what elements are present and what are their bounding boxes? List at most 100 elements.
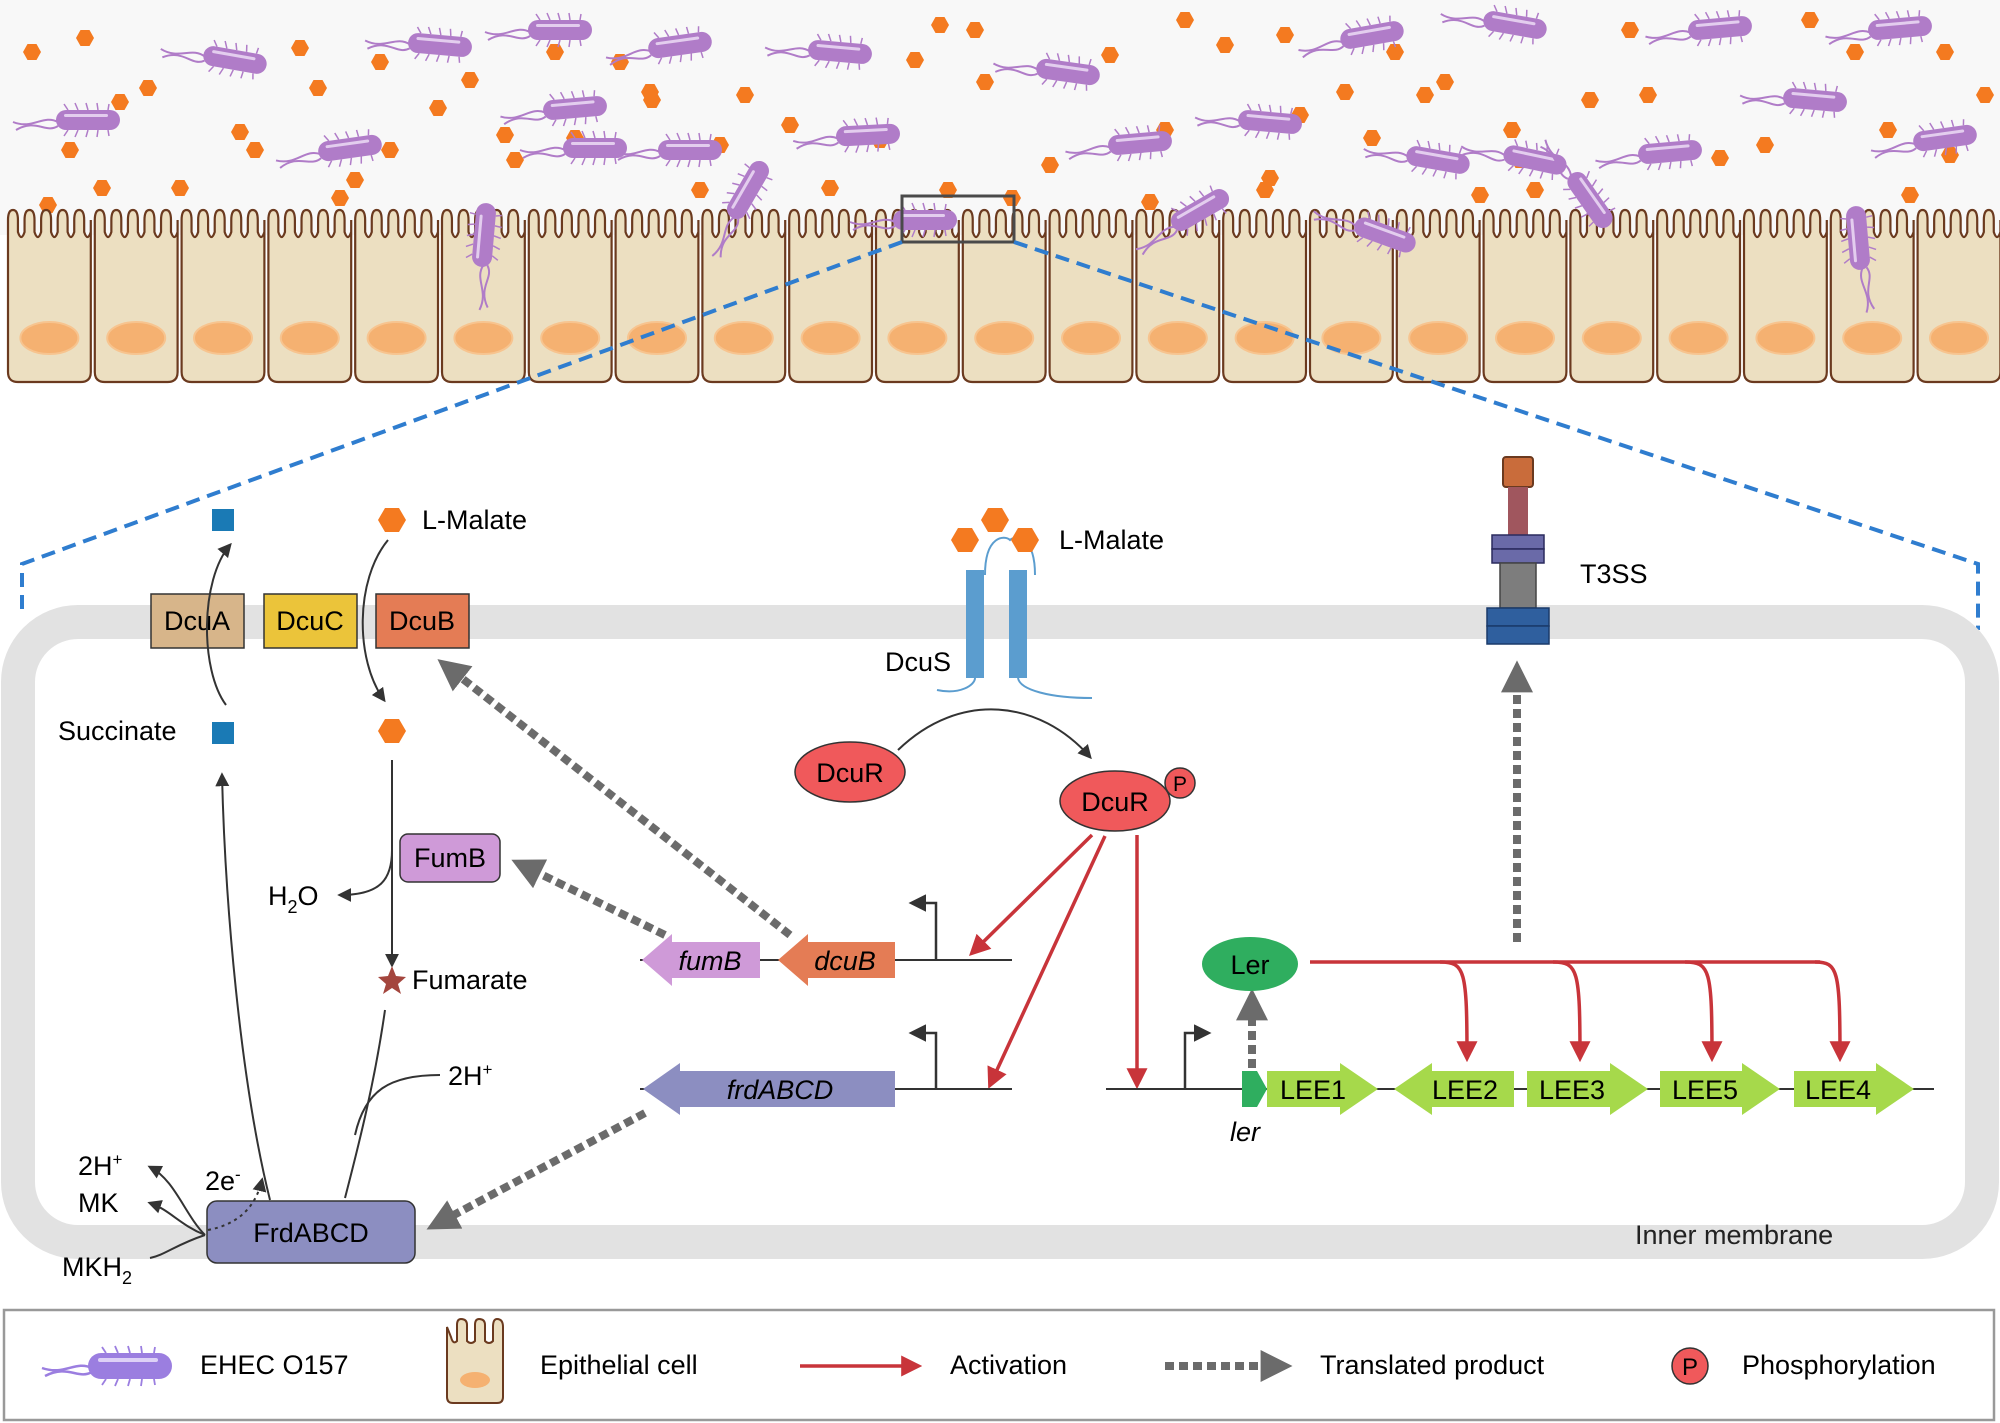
cell-nucleus xyxy=(540,321,601,355)
gene-lee3: LEE3 xyxy=(1527,1063,1648,1115)
frd-to-succinate-arrow xyxy=(215,772,271,1201)
dcua-label: DcuA xyxy=(164,606,230,636)
cell-nucleus xyxy=(887,321,948,355)
dcub-label: DcuB xyxy=(389,606,455,636)
translated-fumb xyxy=(511,859,667,939)
water-release-arrow xyxy=(337,849,393,902)
legend-ehec-label: EHEC O157 xyxy=(200,1350,349,1380)
succinate-export-arrow xyxy=(206,542,232,706)
t3ss-apparatus xyxy=(1486,456,1550,645)
gene-lee2-label: LEE2 xyxy=(1432,1075,1498,1105)
gene-lee4-label: LEE4 xyxy=(1805,1075,1871,1105)
dcus-sensor xyxy=(936,536,1093,699)
cell-nucleus xyxy=(366,321,427,355)
l-malate-label-right: L-Malate xyxy=(1059,525,1164,555)
fumarate-to-frd-line xyxy=(344,1009,386,1199)
cell-nucleus xyxy=(19,321,80,355)
promoter-arrow-icon xyxy=(908,894,938,960)
epithelial-cell xyxy=(1569,208,1655,384)
dcur-p-node: DcuR P xyxy=(1059,767,1196,832)
cell-nucleus xyxy=(800,321,861,355)
dcur-node: DcuR xyxy=(794,741,906,803)
activation-lee2 xyxy=(1439,960,1478,1063)
cell-nucleus xyxy=(1668,321,1729,355)
activation-dcub-operon xyxy=(969,833,1094,956)
zoom-box xyxy=(900,194,1016,244)
dcus-label: DcuS xyxy=(885,647,951,677)
cell-nucleus xyxy=(1147,321,1208,355)
epithelial-cell xyxy=(6,208,92,384)
legend-phosphorylation-label: Phosphorylation xyxy=(1742,1350,1936,1380)
dcub-transporter: DcuB xyxy=(375,593,470,649)
gene-ler-label: ler xyxy=(1230,1117,1261,1147)
gene-lee5: LEE5 xyxy=(1660,1063,1780,1115)
gene-fumb-label: fumB xyxy=(678,946,741,976)
epithelial-cell xyxy=(961,208,1047,384)
cell-nucleus xyxy=(106,321,167,355)
legend-box xyxy=(2,1308,1996,1422)
epithelial-cell xyxy=(1742,208,1828,384)
2h-release-arrow xyxy=(147,1165,206,1236)
phospho-badge xyxy=(1164,767,1196,799)
epithelial-cell xyxy=(1048,208,1134,384)
2h-plus-left: 2H+ xyxy=(78,1150,123,1181)
epithelial-cell-icon xyxy=(446,1317,504,1404)
h2o-label: H2O xyxy=(268,881,319,917)
gene-frdabcd: frdABCD xyxy=(643,1063,895,1115)
cell-nucleus xyxy=(279,321,340,355)
cell-nucleus xyxy=(974,321,1035,355)
gene-lee1: LEE1 xyxy=(1267,1063,1378,1115)
l-malate-icon xyxy=(951,528,979,552)
epithelial-cell xyxy=(1135,208,1221,384)
succinate-icon xyxy=(212,722,234,744)
mkh2-label: MKH2 xyxy=(62,1252,132,1288)
2h-plus-right: 2H+ xyxy=(448,1060,493,1091)
l-malate-icon xyxy=(378,508,406,532)
fumb-label: FumB xyxy=(414,843,486,873)
dcuc-label: DcuC xyxy=(276,606,344,636)
inner-membrane xyxy=(1,605,1999,1259)
cell-nucleus xyxy=(1929,321,1989,355)
cell-nucleus xyxy=(627,321,687,355)
legend-epithelial-label: Epithelial cell xyxy=(540,1350,698,1380)
epithelial-cell xyxy=(354,208,440,384)
gene-frdabcd-label: frdABCD xyxy=(727,1075,834,1105)
activation-frdabcd xyxy=(987,835,1107,1089)
gene-lee4: LEE4 xyxy=(1794,1063,1914,1115)
2e-label: 2e- xyxy=(205,1165,241,1196)
cell-nucleus xyxy=(1234,321,1295,355)
inner-membrane-label: Inner membrane xyxy=(1635,1220,1833,1250)
gene-lee1-label: LEE1 xyxy=(1280,1075,1346,1105)
l-malate-icon xyxy=(378,719,406,743)
gene-ler xyxy=(1242,1071,1267,1107)
epithelial-cell xyxy=(1656,208,1742,384)
frdabcd-protein-label: FrdABCD xyxy=(253,1218,369,1248)
electron-transfer-arrow xyxy=(207,1177,267,1231)
gene-lee2: LEE2 xyxy=(1394,1063,1514,1115)
epithelial-cell xyxy=(1222,208,1308,384)
fumarate-label: Fumarate xyxy=(412,965,528,995)
l-malate-label-left: L-Malate xyxy=(422,505,527,535)
epithelial-cell xyxy=(788,208,874,384)
legend-p-badge: P xyxy=(1682,1354,1698,1381)
cell-nucleus xyxy=(1495,321,1555,355)
epithelial-cell xyxy=(180,208,266,384)
epithelial-cell xyxy=(701,208,787,384)
ler-node: Ler xyxy=(1202,937,1298,991)
frdabcd-protein: FrdABCD xyxy=(206,1200,416,1264)
proton-line xyxy=(354,1074,441,1136)
gene-lee5-label: LEE5 xyxy=(1672,1075,1738,1105)
epithelial-cell xyxy=(614,208,700,384)
activation-lee5 xyxy=(1684,960,1723,1063)
cell-nucleus xyxy=(1061,321,1121,355)
zoom-line-right xyxy=(1013,240,1980,630)
activation-lee3 xyxy=(1552,960,1591,1063)
cell-nucleus xyxy=(193,321,253,355)
epithelium-layer xyxy=(6,208,2000,384)
phosphorylation-icon xyxy=(1671,1347,1709,1385)
bacterium-icon xyxy=(41,1345,172,1387)
cell-nucleus xyxy=(1408,321,1469,355)
mk-label: MK xyxy=(78,1188,119,1218)
dcur-p-label: DcuR xyxy=(1081,787,1149,817)
